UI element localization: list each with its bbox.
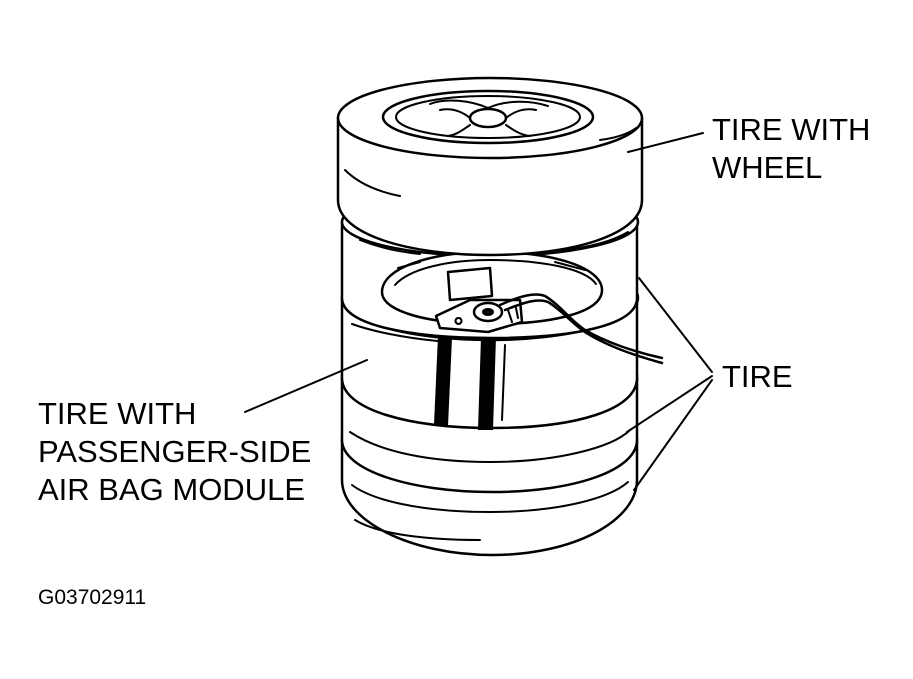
- leader-airbag-tire: [244, 359, 368, 413]
- top-tire-with-wheel: [336, 76, 644, 257]
- figure-id: G03702911: [38, 586, 146, 609]
- leader-tire-1: [638, 277, 713, 373]
- label-tire: TIRE: [722, 359, 793, 394]
- leader-tire-3: [633, 379, 713, 491]
- leader-tire-2: [626, 375, 713, 433]
- label-tire-with-wheel: TIRE WITH WHEEL: [712, 112, 879, 185]
- label-tire-with-airbag: TIRE WITH PASSENGER-SIDE AIR BAG MODULE: [38, 396, 320, 507]
- leader-tire-with-wheel: [627, 132, 704, 153]
